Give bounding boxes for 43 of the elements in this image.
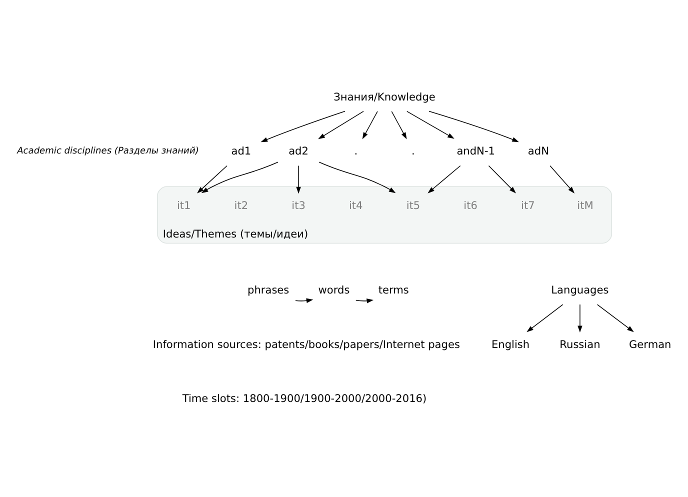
node-text: it6 [464, 200, 478, 212]
arrow [201, 162, 278, 194]
arrow [197, 165, 228, 194]
node-text: it4 [348, 200, 363, 212]
node-text: it7 [521, 200, 535, 212]
node-text: ad1 [231, 146, 252, 158]
node-text: Russian [560, 338, 600, 351]
arrow [428, 165, 461, 194]
node-text: it2 [234, 200, 248, 212]
arrow [526, 304, 564, 332]
arrow [488, 165, 516, 194]
node-text: . [412, 146, 415, 158]
node-text: it5 [406, 200, 420, 212]
arrow [391, 111, 407, 140]
node-text: words [318, 284, 350, 297]
node-text: ad2 [288, 146, 308, 158]
node-text: it3 [292, 200, 306, 212]
arrow [296, 165, 301, 194]
node-text: Знания/Knowledge [334, 91, 436, 104]
arrow [596, 304, 634, 332]
node-text: English [492, 338, 530, 351]
node-text: it1 [176, 200, 191, 212]
label: Time slots: 1800-1900/1900-2000/2000-2016) [182, 393, 427, 406]
arrow [260, 110, 346, 142]
arrow [578, 304, 582, 333]
arrow [406, 110, 454, 139]
node-text: German [629, 338, 672, 351]
node-text: itM [577, 200, 594, 212]
node-text: andN-1 [456, 146, 495, 158]
arrow [550, 165, 575, 194]
label: Information sources: patents/books/papers/Internet pages [152, 338, 460, 351]
node-text: terms [378, 284, 409, 297]
arrow [428, 110, 519, 142]
arrow [356, 298, 374, 304]
arrow [362, 111, 378, 140]
arrow [318, 110, 364, 140]
node-text: Languages [551, 284, 609, 297]
arrow [318, 162, 396, 194]
node-text: phrases [248, 284, 290, 297]
node-text: . [354, 146, 358, 158]
node-text: adN [528, 146, 550, 158]
label: Academic disciplines (Разделы знаний) [17, 146, 199, 157]
arrow [295, 298, 314, 304]
